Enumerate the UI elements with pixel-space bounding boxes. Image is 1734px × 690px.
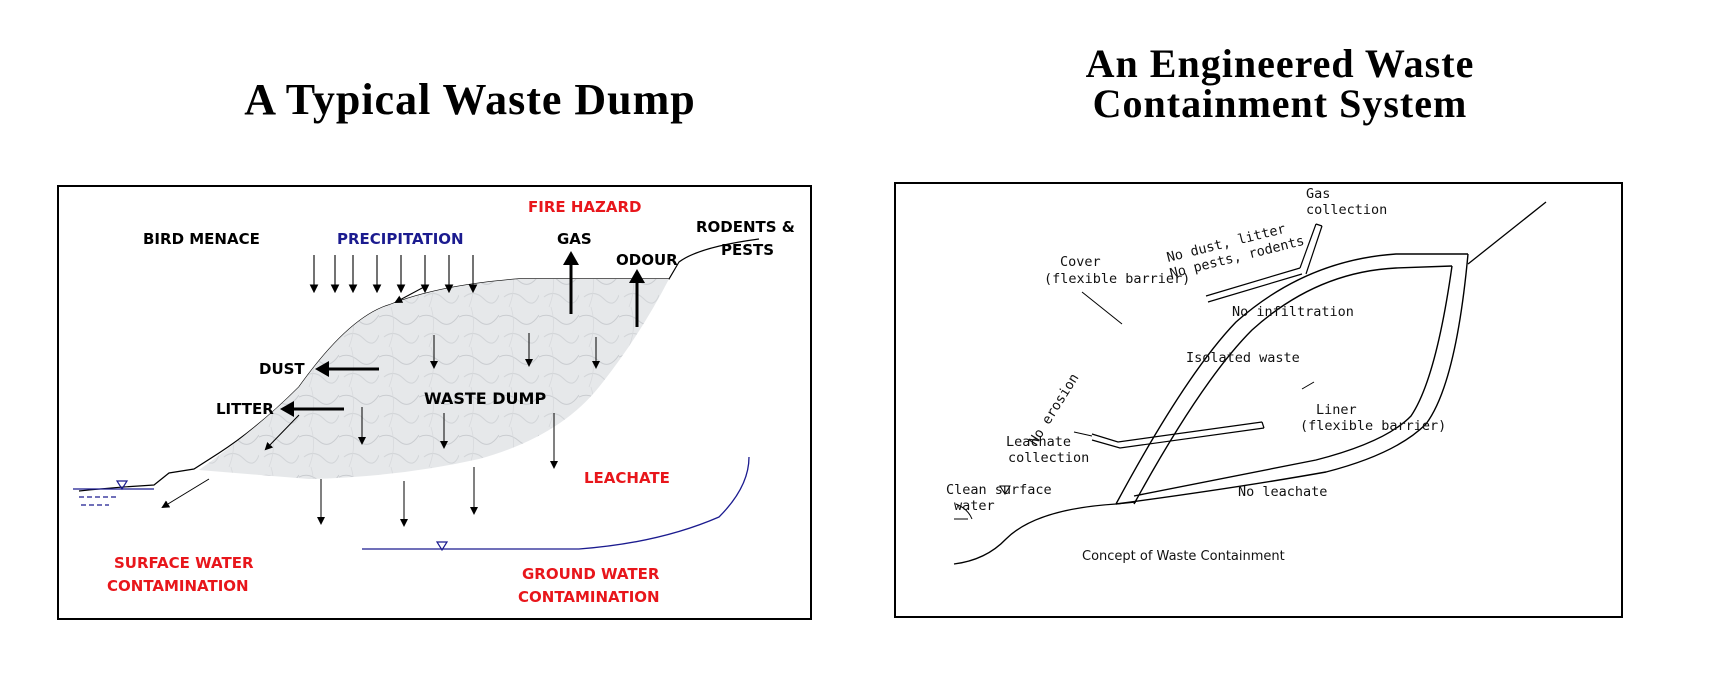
gas-odour-arrows <box>563 251 645 327</box>
cover-inner <box>1133 265 1453 505</box>
label-cover-2: (flexible barrier) <box>1044 271 1190 287</box>
label-liner-2: (flexible barrier) <box>1300 418 1446 434</box>
label-gas-2: collection <box>1306 202 1387 218</box>
terrain-right <box>1467 201 1547 265</box>
label-clean-1: Clean surface <box>946 482 1052 498</box>
cover-outer <box>1115 253 1468 505</box>
label-litter: LITTER <box>216 400 274 418</box>
label-odour: ODOUR <box>616 251 678 269</box>
label-ground-2: CONTAMINATION <box>518 588 660 606</box>
label-cover-1: Cover <box>1060 254 1101 270</box>
ground-water <box>362 456 750 552</box>
waste-dump-diagram: BIRD MENACE PRECIPITATION FIRE HAZARD GA… <box>57 185 812 620</box>
label-dust: DUST <box>259 360 305 378</box>
label-waste-dump: WASTE DUMP <box>424 389 546 408</box>
internal-arrows <box>317 333 600 527</box>
label-surface-2: CONTAMINATION <box>107 577 249 595</box>
gas-collection-pipe <box>1205 223 1323 303</box>
label-gas: GAS <box>557 230 592 248</box>
label-leachate-2: collection <box>1008 450 1089 466</box>
label-clean-2: water <box>954 498 995 514</box>
surface-water <box>73 480 154 506</box>
label-no-leachate: No leachate <box>1238 484 1327 500</box>
label-ground-1: GROUND WATER <box>522 565 660 583</box>
containment-svg: Gas collection No dust, litter No pests,… <box>946 186 1547 565</box>
liner-outer <box>1115 253 1469 505</box>
label-rodents-1: RODENTS & <box>696 218 795 236</box>
water-level-marker <box>999 485 1011 495</box>
label-no-infiltration: No infiltration <box>1232 304 1354 320</box>
slope-arrows <box>161 286 425 509</box>
right-title-line1: An Engineered Waste <box>1085 41 1475 86</box>
label-isolated-waste: Isolated waste <box>1186 350 1300 366</box>
terrain-line <box>953 501 1137 565</box>
label-precipitation: PRECIPITATION <box>337 230 464 248</box>
label-surface-1: SURFACE WATER <box>114 554 254 572</box>
precipitation-arrows <box>309 255 478 294</box>
dust-litter-arrows <box>280 361 379 417</box>
right-title: An Engineered Waste Containment System <box>940 44 1620 124</box>
liner-inner <box>1133 265 1453 497</box>
engineered-containment-diagram: Gas collection No dust, litter No pests,… <box>894 182 1623 618</box>
leachate-collection-pipe <box>1091 421 1265 449</box>
label-leachate: LEACHATE <box>584 469 670 487</box>
right-title-line2: Containment System <box>1092 81 1468 126</box>
label-bird-menace: BIRD MENACE <box>143 230 260 248</box>
waste-dump-svg: BIRD MENACE PRECIPITATION FIRE HAZARD GA… <box>73 198 795 606</box>
label-fire-hazard: FIRE HAZARD <box>528 198 642 216</box>
pointer-lines <box>954 291 1315 520</box>
caption: Concept of Waste Containment <box>1082 549 1285 564</box>
label-leachate-1: Leachate <box>1006 434 1071 450</box>
waste-dump-body <box>199 279 669 479</box>
label-gas-1: Gas <box>1306 186 1330 202</box>
label-liner-1: Liner <box>1316 402 1357 418</box>
label-rodents-2: PESTS <box>721 241 774 259</box>
left-title: A Typical Waste Dump <box>244 75 696 124</box>
